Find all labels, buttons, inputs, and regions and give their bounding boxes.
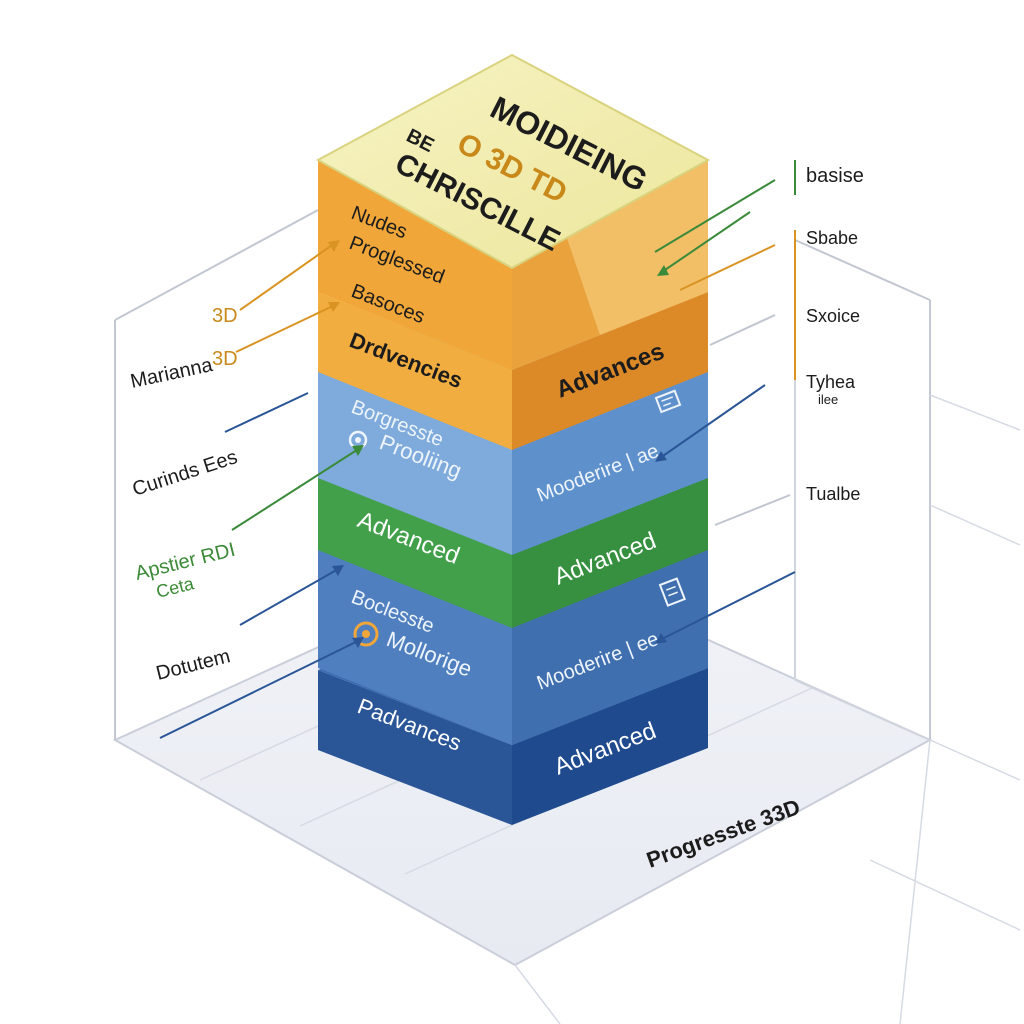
leader-line <box>159 639 361 739</box>
right-leaders <box>654 160 796 644</box>
doc-icon <box>658 577 686 607</box>
arrow-head <box>655 633 667 644</box>
leader-line <box>679 244 776 291</box>
leader-line <box>235 304 336 353</box>
right-label-tyhea-line1: Tyhea <box>806 372 856 392</box>
right-label-tualbe: Tualbe <box>806 484 860 504</box>
arrow-head <box>657 265 669 276</box>
layer-cream-top <box>315 53 711 270</box>
glass-edge <box>794 239 931 301</box>
leader-line <box>239 242 336 311</box>
layer-right-face <box>512 360 708 555</box>
right-label-sxoice: Sxoice <box>806 306 860 326</box>
arrow-head <box>655 451 667 462</box>
floor-grid-line <box>869 859 1021 931</box>
swirl-icon <box>353 621 379 647</box>
right-label-tyhea-line2: ilee <box>818 392 838 407</box>
glass-edge <box>114 209 319 321</box>
leader-line <box>714 494 791 526</box>
arrow-head <box>328 302 340 312</box>
layer-right-face <box>512 292 708 450</box>
leader-line <box>224 392 309 433</box>
layer-left-face <box>318 160 512 370</box>
left-label-curinds: Curinds Ees <box>130 446 240 501</box>
layer-left-face <box>318 670 512 825</box>
right-label-sbabe: Sbabe <box>806 228 858 248</box>
glass-edge <box>794 679 931 741</box>
glass-edge <box>929 504 1021 546</box>
leader-line <box>659 384 766 459</box>
floor-grid-line <box>929 739 1021 781</box>
layer-right-face <box>512 668 708 825</box>
arrow-head <box>352 637 364 648</box>
left-label-3d-upper: 3D <box>212 305 238 327</box>
left-label-marianna: Marianna <box>128 354 215 393</box>
arrow-head <box>332 565 344 576</box>
layer-top-face <box>315 53 711 270</box>
layer-left-face <box>318 470 512 628</box>
leader-line <box>231 447 361 531</box>
right-label-basise: basise <box>806 165 864 187</box>
floor-grid-line <box>514 964 561 1024</box>
leader-line <box>654 179 776 253</box>
left-leaders <box>159 240 364 739</box>
left-label-dotutem: Dotutem <box>154 645 233 685</box>
arrow-head <box>328 240 340 252</box>
leader-line <box>659 571 796 641</box>
left-label-3d-lower: 3D <box>212 348 238 370</box>
floor-grid-line <box>899 739 931 1024</box>
arrow-head <box>352 445 364 456</box>
leader-line <box>661 211 751 273</box>
layer-left-face <box>318 360 512 555</box>
leader-line <box>709 314 776 346</box>
leader-line <box>239 567 341 626</box>
layer-right-face <box>512 470 708 628</box>
layer-right-face <box>512 545 708 745</box>
panel-icon <box>654 389 682 414</box>
layer-left-face <box>318 292 512 450</box>
glass-edge <box>929 394 1021 431</box>
layer-left-face <box>318 545 512 745</box>
